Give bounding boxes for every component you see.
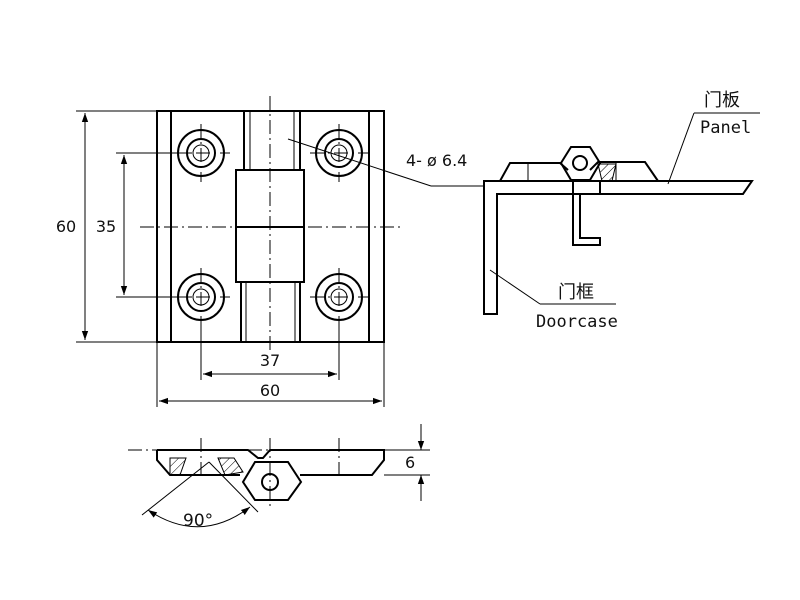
- hinge-leaf-frame: [499, 162, 569, 182]
- bottom-knuckle: [241, 461, 303, 501]
- dimension-overall-width: 60: [156, 342, 385, 407]
- dimension-thickness-text: 6: [405, 453, 415, 472]
- dimension-opening-angle-text: 90°: [183, 511, 213, 531]
- panel-label-en: Panel: [700, 118, 751, 138]
- knuckle-pin: [572, 155, 588, 171]
- hole-callout: 4- ø 6.4: [287, 138, 484, 187]
- dimension-hole-spacing-horizontal-text: 37: [260, 351, 280, 370]
- panel-plate: [600, 180, 754, 195]
- doorcase-callout: 门框 Doorcase: [489, 269, 618, 332]
- hinge-leaf-panel: [589, 161, 659, 182]
- mounting-hook: [572, 180, 601, 246]
- installation-view: 门板 Panel 门框 Doorcase: [483, 90, 760, 332]
- countersink-section: [597, 163, 617, 182]
- panel-callout: 门板 Panel: [667, 90, 760, 185]
- doorcase-frame: [483, 180, 601, 315]
- bottom-view: 6 90°: [128, 424, 430, 531]
- bottom-countersink-left: [169, 457, 187, 476]
- front-view: 60 35 37 60 4- ø 6.4: [56, 96, 484, 407]
- bottom-countersink-right: [217, 457, 244, 476]
- hole-callout-text: 4- ø 6.4: [406, 151, 467, 170]
- knuckle-section: [559, 146, 602, 181]
- dimension-hole-spacing-vertical-text: 35: [96, 217, 116, 236]
- dimension-overall-height: 60: [56, 110, 157, 343]
- dimension-thickness: 6: [384, 424, 430, 501]
- dimension-opening-angle: 90°: [141, 461, 259, 531]
- dimension-hole-spacing-horizontal: 37: [200, 320, 340, 380]
- dimension-overall-width-text: 60: [260, 381, 280, 400]
- doorcase-label-en: Doorcase: [536, 312, 618, 332]
- dimension-overall-height-text: 60: [56, 217, 76, 236]
- doorcase-label-cn: 门框: [558, 282, 594, 303]
- panel-label-cn: 门板: [704, 90, 740, 111]
- dimension-hole-spacing-vertical: 35: [96, 152, 190, 298]
